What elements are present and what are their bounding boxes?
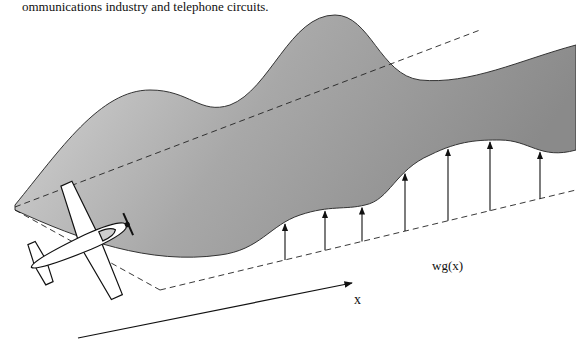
base-line — [160, 190, 576, 290]
gust-arrow — [539, 152, 540, 198]
caption-fragment: ommunications industry and telephone cir… — [22, 0, 269, 14]
gust-arrow — [404, 174, 405, 231]
gust-arrow — [361, 208, 362, 242]
gust-surface — [15, 15, 576, 257]
fuselage — [28, 218, 130, 275]
gust-arrow — [284, 224, 285, 260]
gust-arrow — [447, 149, 448, 220]
cockpit — [99, 225, 118, 241]
axis-label: x — [354, 292, 361, 307]
centre-line — [15, 30, 480, 207]
airplane — [6, 167, 154, 324]
gust-label: wg(x) — [432, 259, 463, 273]
gust-arrow — [489, 142, 490, 211]
spinner — [125, 222, 130, 227]
propeller — [123, 213, 133, 235]
gust-arrows — [285, 142, 540, 260]
x-axis-arrow — [78, 283, 352, 338]
gust-arrow — [324, 211, 325, 250]
